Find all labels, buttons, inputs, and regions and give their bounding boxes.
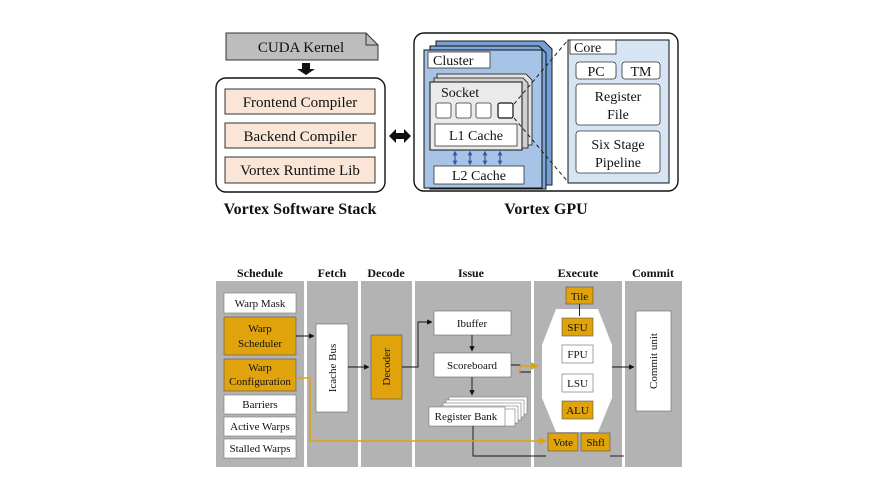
stage-header-commit: Commit — [632, 266, 674, 280]
warp-configuration-box — [223, 358, 297, 392]
stage-header-execute: Execute — [558, 266, 599, 280]
cuda-kernel-doc-shape — [225, 32, 379, 61]
backend-compiler-box — [224, 122, 376, 149]
pipeline-label-1: Six Stage — [591, 138, 644, 153]
execute-dispatch-shape — [542, 309, 612, 432]
core-tab — [569, 39, 617, 55]
decoder-label: Decoder — [381, 348, 393, 386]
pipeline-label-2: Pipeline — [595, 156, 641, 171]
tm-label: TM — [631, 65, 653, 80]
warp-scheduler-label-2: Scheduler — [238, 338, 282, 350]
backend-compiler-label: Backend Compiler — [244, 129, 357, 145]
pipeline: Schedule Fetch Decode Issue Execute Comm… — [216, 266, 682, 467]
register-file-label-2: File — [607, 108, 629, 123]
l2-cache-label: L2 Cache — [452, 169, 506, 184]
software-stack: CUDA Kernel Frontend Compiler Backend Co… — [215, 32, 386, 218]
register-bank-stack — [428, 396, 528, 427]
tile-label: Tile — [571, 291, 588, 303]
vote-box — [547, 432, 579, 452]
double-arrow-icon — [389, 129, 411, 143]
socket-core-1 — [435, 102, 452, 119]
socket-core-4 — [497, 102, 514, 119]
shfl-box — [580, 432, 611, 452]
register-file-box — [575, 83, 661, 126]
stage-header-schedule: Schedule — [237, 266, 284, 280]
vortex-gpu-caption: Vortex GPU — [504, 201, 588, 218]
lsu-box — [561, 373, 594, 393]
pc-box — [575, 61, 617, 80]
cuda-kernel-label: CUDA Kernel — [258, 40, 344, 56]
barriers-label: Barriers — [242, 399, 277, 411]
core-label: Core — [574, 41, 601, 56]
warp-configuration-label-2: Configuration — [229, 376, 291, 388]
active-warps-box — [223, 416, 297, 437]
commit-unit-box — [635, 310, 672, 412]
software-stack-caption: Vortex Software Stack — [224, 201, 377, 218]
commit-unit-label: Commit unit — [648, 333, 660, 389]
six-stage-pipeline-box — [575, 130, 661, 174]
sfu-label: SFU — [567, 322, 587, 334]
socket-core-3 — [475, 102, 492, 119]
stalled-warps-box — [223, 438, 297, 459]
socket-core-2 — [455, 102, 472, 119]
warp-scheduler-label-1: Warp — [248, 323, 272, 335]
cluster-tab — [427, 51, 491, 69]
l2-cache-box — [433, 165, 525, 185]
cache-link-arrows — [452, 150, 503, 166]
fpu-label: FPU — [567, 349, 587, 361]
ibuffer-box — [433, 310, 512, 336]
warp-config-path — [296, 362, 547, 445]
warp-configuration-label-1: Warp — [248, 362, 272, 374]
socket-label: Socket — [441, 86, 479, 101]
warp-scheduler-box — [223, 316, 297, 356]
ibuffer-label: Ibuffer — [457, 318, 488, 330]
scoreboard-label: Scoreboard — [447, 360, 498, 372]
stage-header-decode: Decode — [367, 266, 405, 280]
tm-box — [621, 61, 661, 80]
alu-box — [561, 400, 594, 420]
vortex-gpu: Cluster Socket L1 Cache L2 Cache Core PC — [413, 32, 679, 218]
register-file-label-1: Register — [595, 90, 642, 105]
frontend-compiler-box — [224, 88, 376, 115]
lsu-label: LSU — [567, 378, 588, 390]
stage-header-fetch: Fetch — [318, 266, 347, 280]
fpu-box — [561, 344, 594, 364]
frontend-compiler-label: Frontend Compiler — [243, 95, 358, 111]
runtime-lib-box — [224, 156, 376, 184]
icache-bus-box — [315, 323, 349, 413]
scoreboard-box — [433, 352, 512, 378]
runtime-lib-label: Vortex Runtime Lib — [240, 163, 360, 179]
pc-label: PC — [587, 65, 604, 80]
alu-label: ALU — [566, 405, 589, 417]
vote-label: Vote — [553, 437, 573, 449]
warp-mask-box — [223, 292, 297, 314]
barriers-box — [223, 394, 297, 415]
cluster-label: Cluster — [433, 54, 474, 69]
register-bank-label: Register Bank — [435, 411, 498, 423]
down-arrow-icon — [297, 63, 315, 75]
shfl-label: Shfl — [586, 437, 604, 449]
warp-mask-label: Warp Mask — [235, 298, 286, 310]
active-warps-label: Active Warps — [230, 421, 290, 433]
icache-bus-label: Icache Bus — [327, 344, 339, 393]
l1-cache-label: L1 Cache — [449, 129, 503, 144]
l1-cache-box — [434, 123, 518, 147]
decoder-box — [370, 334, 403, 400]
stalled-warps-label: Stalled Warps — [230, 443, 291, 455]
stage-header-issue: Issue — [458, 266, 485, 280]
sfu-box — [561, 317, 594, 337]
